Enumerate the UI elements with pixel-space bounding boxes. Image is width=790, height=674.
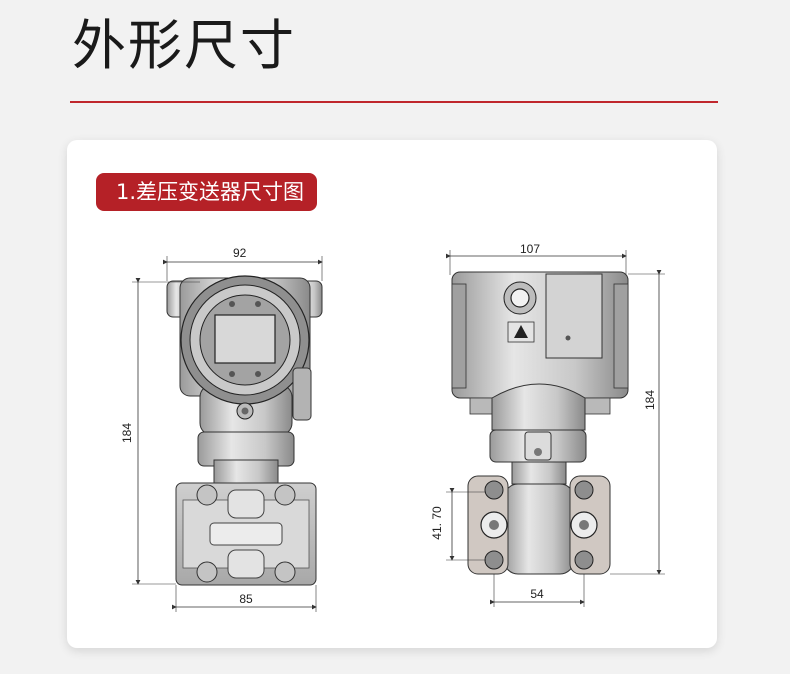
dim-side-flange-height: 41. 70 bbox=[430, 506, 444, 540]
dim-side-base-width: 54 bbox=[530, 587, 544, 601]
dim-front-height: 184 bbox=[120, 423, 134, 443]
front-view bbox=[132, 256, 323, 612]
side-view bbox=[446, 250, 665, 607]
title-divider bbox=[70, 101, 718, 103]
dim-front-width: 92 bbox=[233, 246, 247, 260]
page-title: 外形尺寸 bbox=[72, 14, 296, 77]
dim-side-height: 184 bbox=[643, 390, 657, 410]
dim-front-base-width: 85 bbox=[239, 592, 253, 606]
dim-side-width: 107 bbox=[520, 242, 540, 256]
section-tag: 1.差压变送器尺寸图 bbox=[96, 173, 318, 211]
